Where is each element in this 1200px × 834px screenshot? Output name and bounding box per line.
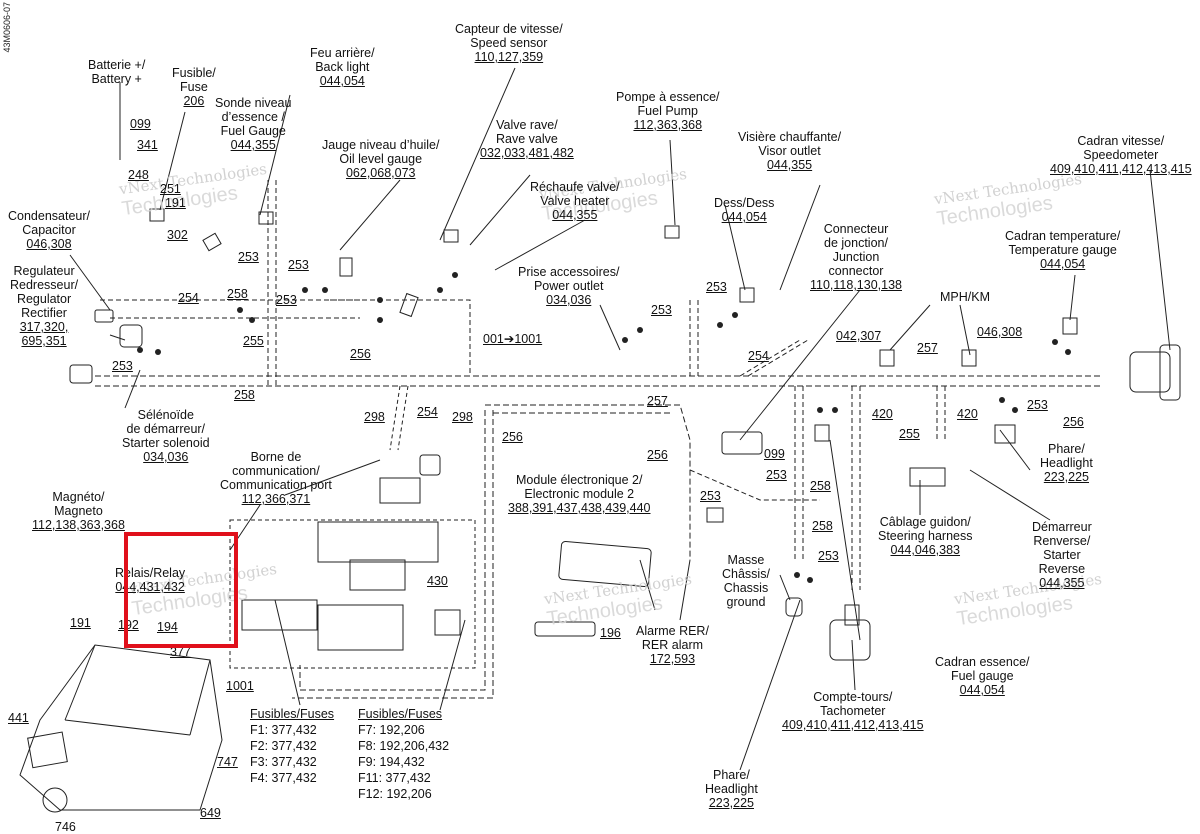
wire-number: 258 — [812, 519, 833, 533]
wire-number: 251 — [160, 182, 181, 196]
wire-number: 430 — [427, 574, 448, 588]
wire-number: 256 — [350, 347, 371, 361]
wire-number: 298 — [452, 410, 473, 424]
wire-number: 255 — [243, 334, 264, 348]
label-battery: Batterie +/Battery + — [88, 58, 146, 86]
wire-number: 1001 — [226, 679, 254, 693]
wire-number: 253 — [700, 489, 721, 503]
wire-number: 194 — [157, 620, 178, 634]
wire-number: 253 — [706, 280, 727, 294]
wire-number: 254 — [417, 405, 438, 419]
wire-number: 746 — [55, 820, 76, 834]
fuses-right: Fusibles/Fuses F7: 192,206 F8: 192,206,4… — [358, 707, 450, 801]
wire-number: 257 — [647, 394, 668, 408]
wire-number: 253 — [766, 468, 787, 482]
wire-number: 046,308 — [977, 325, 1023, 339]
wire-number: 253 — [288, 258, 309, 272]
wire-number: 256 — [502, 430, 523, 444]
wire-number: 253 — [238, 250, 259, 264]
wire-number: 420 — [872, 407, 893, 421]
wire-number: 253 — [818, 549, 839, 563]
wire-number: 099 — [764, 447, 785, 461]
highlight-box — [124, 532, 238, 648]
wire-number: 298 — [364, 410, 385, 424]
label-mph-km: MPH/KM — [940, 290, 990, 304]
wire-number: 253 — [1027, 398, 1048, 412]
wire-number: 255 — [899, 427, 920, 441]
wire-number: 302 — [167, 228, 188, 242]
wire-number: 420 — [957, 407, 978, 421]
wire-number: 258 — [227, 287, 248, 301]
wire-number: 192 — [118, 618, 139, 632]
wire-number: 191 — [165, 196, 186, 210]
wire-number: 253 — [651, 303, 672, 317]
wire-number: 256 — [1063, 415, 1084, 429]
wire-number: 248 — [128, 168, 149, 182]
wire-number: 377 — [170, 645, 191, 659]
wire-number: 258 — [810, 479, 831, 493]
wire-number: 258 — [234, 388, 255, 402]
wire-number: 253 — [276, 293, 297, 307]
wire-number: 099 — [130, 117, 151, 131]
main-bus-label: 001➔1001 — [483, 332, 543, 346]
wire-number: 747 — [217, 755, 238, 769]
wire-number: 253 — [112, 359, 133, 373]
wire-number: 254 — [748, 349, 769, 363]
wire-number: 441 — [8, 711, 29, 725]
wire-number: 196 — [600, 626, 621, 640]
fuses-left: Fusibles/Fuses F1: 377,432 F2: 377,432 F… — [250, 707, 335, 785]
wire-number: 042,307 — [836, 329, 882, 343]
wire-number: 256 — [647, 448, 668, 462]
wire-number: 257 — [917, 341, 938, 355]
wire-number: 649 — [200, 806, 221, 820]
wire-number: 191 — [70, 616, 91, 630]
wire-number: 254 — [178, 291, 199, 305]
label-electronic-module: Module électronique 2/Electronic module … — [508, 473, 651, 515]
wire-number: 341 — [137, 138, 158, 152]
